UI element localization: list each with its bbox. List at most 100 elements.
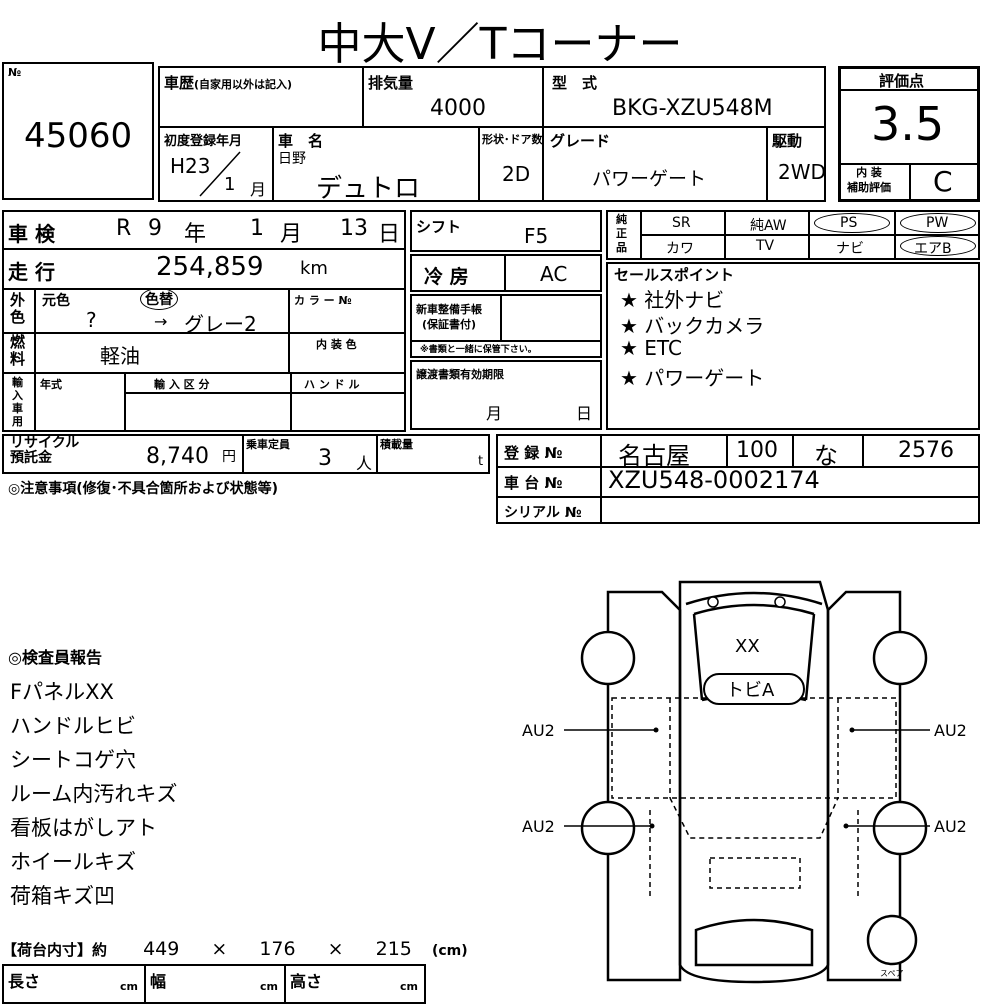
grade-value: パワーゲート [592,168,707,190]
slash-divider [199,151,241,197]
cargo-table: 長さ cm 幅 cm 高さ cm [2,964,426,1004]
lot-box: № 45060 [2,62,154,200]
equip-leather: カワ [666,241,694,257]
lot-number: 45060 [24,116,133,156]
car-name-label: 車 名 [278,132,324,150]
exterior-color-label: 外色 [10,291,26,326]
equip-tv: TV [756,238,775,254]
left-lower-mark: AU2 [522,817,555,836]
car-name-value: デュトロ [316,174,421,204]
equip-airbag-circle [900,236,976,256]
ac-box: 冷 房 AC [410,254,602,292]
times-sign: × [327,938,344,960]
original-color-value: ? [86,308,97,332]
mileage-unit: km [300,258,328,279]
right-lower-mark: AU2 [934,817,967,836]
equip-ps: PS [840,215,858,231]
height-label: 高さ [290,972,323,991]
cargo-unit: (cm) [431,943,468,959]
roof-mark: XX [735,636,760,657]
inspection-month-unit: 月 [280,222,303,247]
height-unit: cm [400,980,418,993]
report-item: ハンドルヒビ [10,714,136,738]
transmission-box: シフト F5 [410,210,602,252]
transfer-label: 譲渡書類有効期限 [416,368,504,381]
load-label: 積載量 [380,438,413,451]
fuel-value: 軽油 [100,344,140,368]
import-year-label: 年式 [40,378,62,391]
chassis-value: XZU548-0002174 [608,466,820,494]
header-block: 車歴(自家用以外は記入) 排気量 4000 型 式 BKG-XZU548M 初度… [158,66,826,204]
booklet-label: 新車整備手帳(保証書付) [416,303,482,331]
cargo-dimensions: 【荷台内寸】約 449 × 176 × 215 (cm) [2,938,468,960]
mileage-label: 走 行 [8,260,55,284]
notes-label: ◎注意事項(修復･不具合箇所および状態等) [8,481,279,497]
reg-region: 名古屋 [618,442,690,470]
inspector-report-label: ◎検査員報告 [8,648,102,667]
serial-label: シリアル № [504,505,582,521]
current-color-value: グレー2 [184,312,257,336]
equipment-label: 純正品 [616,213,627,254]
color-arrow: → [154,312,168,331]
inspection-era: R [116,216,132,241]
transfer-box: 譲渡書類有効期限 月 日 [410,360,602,430]
vehicle-info-block: 車 検 R 9 年 1 月 13 日 走 行 254,859 km 外色 元色 … [2,210,406,432]
displacement-label: 排気量 [368,74,414,92]
right-upper-mark: AU2 [934,721,967,740]
repaint-label: 色替 [140,288,178,310]
shift-label: シフト [416,218,462,236]
width-label: 幅 [150,972,167,991]
drive-label: 駆動 [772,132,803,150]
interior-label: 内 装補助評価 [847,166,891,194]
equip-navi: ナビ [836,241,864,257]
first-reg-label: 初度登録年月 [164,134,243,149]
cargo-width: 176 [259,938,296,960]
inspection-year: 9 [148,216,162,241]
equipment-box: 純正品 SR 純AW PS PW カワ TV ナビ エアB [606,210,980,260]
doors-value: 2D [502,162,531,186]
equip-pw-circle [900,213,976,233]
first-reg-month-unit: 月 [250,180,267,199]
interior-value: C [933,165,953,198]
report-item: 看板はがしアト [10,816,157,840]
import-type-label: 輸 入 区 分 [154,378,210,391]
report-item: FパネルXX [10,680,114,704]
doors-label: 形状･ドア数 [482,133,543,146]
report-item: 荷箱キズ凹 [10,884,115,908]
load-unit: t [478,454,484,469]
booklet-note: ※書類と一緒に保管下さい。 [420,345,537,355]
left-upper-mark: AU2 [522,721,555,740]
equip-sr: SR [672,215,691,231]
maker-value: 日野 [278,151,306,167]
times-sign: × [211,938,228,960]
ac-label: 冷 房 [424,266,469,288]
inspection-month: 1 [250,216,264,241]
model-type-value: BKG-XZU548M [612,96,773,121]
cargo-height: 215 [375,938,412,960]
equip-airbag: エアB [914,241,952,257]
capacity-value: 3 [318,446,332,471]
reg-number: 2576 [898,438,954,463]
drive-value: 2WD [778,160,826,184]
chassis-label: 車 台 № [504,474,563,492]
score-box: 評価点 3.5 内 装補助評価 C [838,66,980,202]
sales-points-label: セールスポイント [614,266,735,284]
import-label: 輸入車用 [12,376,23,428]
equip-pw: PW [926,215,949,231]
sheet-title: 中大V／Tコーナー [317,19,683,70]
sales-point-item: ★ パワーゲート [620,366,765,390]
score-label: 評価点 [879,72,925,90]
grade-label: グレード [550,132,611,150]
recycle-unit: 円 [222,449,236,465]
reg-kana: な [814,442,838,470]
cargo-length: 449 [143,938,180,960]
mileage-value: 254,859 [156,252,264,282]
inspection-label: 車 検 [8,222,55,246]
transfer-day-unit: 日 [576,404,593,423]
sales-point-item: ★ バックカメラ [620,314,765,338]
handle-label: ハ ン ド ル [304,378,360,391]
vehicle-diagram: XX トビA AU2 AU2 AU2 AU2 スペア [522,580,967,984]
history-label: 車歴(自家用以外は記入) [164,74,293,92]
ac-value: AC [540,262,568,286]
report-item: ホイールキズ [10,850,136,874]
